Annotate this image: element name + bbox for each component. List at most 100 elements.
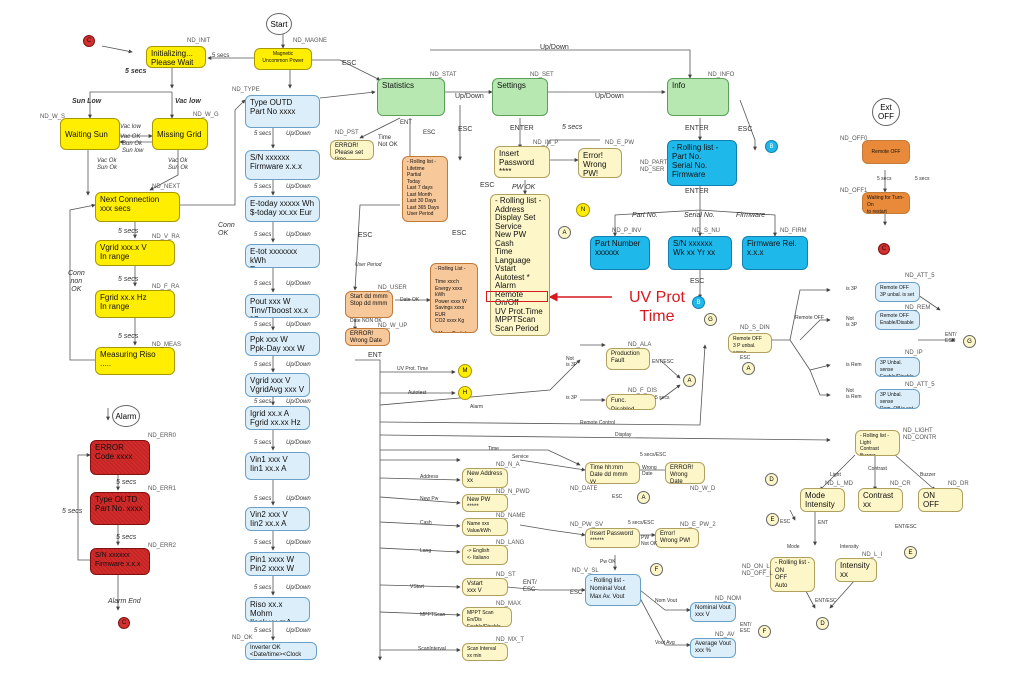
lbl-is-3p-rem: is 3P [846, 286, 858, 292]
id-nd-wg: ND_W_G [193, 112, 219, 118]
lbl-5secs-ext1: 5 secs [877, 176, 892, 182]
id-nd-av: ND_AV [715, 632, 735, 638]
id-nd-cr: ND_CR [890, 481, 911, 487]
settings-rolling-list[interactable]: - Rolling list - Address Display Set Ser… [490, 194, 550, 336]
english-box: -> English <- Italiano [462, 545, 508, 565]
statistics-box[interactable]: Statistics [377, 78, 445, 116]
lbl-5secs-col-3: 5 secs [254, 232, 272, 238]
id-nd-date: ND_DATE [570, 486, 598, 492]
lbl-esc-top: ESC [342, 60, 357, 67]
lbl-enter-info2: ENTER [685, 188, 709, 195]
riso-box: Riso xx.x Mohm Ileak xx mA [245, 597, 310, 622]
id-nd-next: ND_NEXT [152, 184, 181, 190]
lbl-alarm-end: Alarm End [108, 598, 141, 605]
lbl-vac-sun-ok-2: Vac Ok Sun Ok [168, 158, 189, 171]
id-nd-p-inv: ND_P_INV [612, 228, 642, 234]
lbl-up-down-info: Up/Down [595, 93, 624, 100]
lbl-intensity: Intensity [840, 544, 859, 550]
id-nd-f-dis: ND_F_DIS [628, 388, 658, 394]
measuring-riso-box: Measuring Riso ..... [95, 347, 175, 375]
display-rolling-list: - Rolling list - Light Contrast Buzzer [855, 430, 900, 456]
id-nd-on-l: ND_ON_L ND_OFF_L [742, 564, 773, 577]
lbl-vac-sun-ok-1: Vac Ok Sun Ok [97, 158, 118, 171]
ppk-box: Ppk xxx W Ppk-Day xxx W [245, 332, 320, 356]
lbl-esc-set: ESC [458, 126, 473, 133]
lbl-ent-esc-contrast: ENT/ESC [895, 524, 917, 530]
waiting-sun-box: Waiting Sun [60, 118, 120, 150]
lbl-pw-not-ok: PW Not OK [641, 535, 658, 547]
id-nd-fra: ND_F_RA [152, 284, 180, 290]
part-number-box: Part Number xxxxxx [590, 236, 650, 270]
connector-a-remote: A [742, 362, 755, 375]
info-box[interactable]: Info [667, 78, 729, 116]
lbl-vac-low2: Vac low [120, 124, 141, 130]
id-nd-off0: ND_OFF0 [840, 136, 868, 142]
lbl-5secs-2: 5 secs [118, 228, 139, 235]
alarm-node: Alarm [112, 405, 140, 427]
lbl-new-pw: New Pw [420, 496, 439, 502]
lbl-updown-col-2: Up/Down [286, 184, 311, 190]
settings-box[interactable]: Settings [492, 78, 548, 116]
lbl-esc-stat2: ESC [358, 232, 373, 239]
connector-c-top: C [83, 35, 95, 47]
production-fault-box: Production Fault [606, 348, 650, 370]
lbl-5secs-3: 5 secs [118, 276, 139, 283]
lbl-5secs-alarm3: 5 secs [62, 508, 83, 515]
lbl-vout-avg: Vout Avg [655, 640, 675, 646]
lbl-time-not-ok: Time Not OK [378, 135, 398, 148]
id-nd-n-pwd: ND_N_PWD [496, 489, 530, 495]
lbl-buzzer: Buzzer [920, 472, 936, 478]
sn-alarm-box: S/N xxxxxx Firmware x.x.x [90, 548, 150, 575]
lbl-mpptscan: MPPTScan [420, 612, 446, 618]
connector-f-bottom: F [758, 625, 771, 638]
id-nd-mx-t: ND_MX_T [496, 637, 525, 643]
lbl-uv-prot: UV Prot. Time [397, 366, 429, 372]
lbl-ent-esc-vstart: ENT/ ESC [523, 580, 537, 593]
id-nd-att5b: ND_ATT_5 [905, 382, 935, 388]
nominal-vout-box: Nominal Vout xxx V [690, 602, 736, 622]
id-nd-v-sl: ND_V_SL [572, 568, 599, 574]
lbl-esc-left-set: ESC [480, 182, 495, 189]
firmware-rel-box: Firmware Rel. x.x.x [742, 236, 808, 270]
id-nd-max: ND_MAX [496, 601, 522, 607]
lbl-5secs-col-12: 5 secs [254, 628, 272, 634]
id-nd-off1: ND_OFF1 [840, 188, 868, 194]
id-nd-firm: ND_FIRM [780, 228, 807, 234]
connector-m: M [458, 364, 472, 378]
error-wrong-date2-box: ERROR! Wrong Date [665, 462, 705, 484]
id-nd-part: ND_PART [640, 160, 668, 166]
lbl-esc-stat3: ESC [452, 230, 467, 237]
error-code-box: ERROR Code xxxx [90, 440, 150, 475]
lbl-remote-off: Remote OFF [795, 315, 824, 321]
connector-f-top: F [650, 563, 663, 576]
id-nd-s-nu: ND_S_NU [692, 228, 721, 234]
lbl-ent-main: ENT [368, 352, 382, 359]
lbl-not-rem: Not is Rem [846, 388, 862, 400]
vin1-box: Vin1 xxx V Iin1 xx.x A [245, 452, 310, 480]
remote-off-ext-box: Remote OFF [862, 140, 910, 164]
lbl-esc-info-bottom: ESC [690, 278, 705, 285]
lbl-lang: Lang [420, 548, 432, 554]
lbl-ent-esc-vout: ENT/ ESC [740, 622, 752, 634]
connector-c-alarm-end: C [118, 617, 130, 629]
lbl-remote-control: Remote Control [580, 420, 616, 426]
id-nd-l-i: ND_L_I [862, 552, 883, 558]
insert-password-box[interactable]: Insert Password **** [494, 146, 550, 178]
id-nd-ws: ND_W_S [40, 114, 66, 120]
lbl-5secs-ext2: 5 secs [915, 176, 930, 182]
stat-rolling-list: - Rolling list - Lifetime Partial Today … [402, 156, 448, 222]
lbl-up-down-top: Up/Down [540, 44, 569, 51]
remote-off-set-box: Remote OFF 3P unbal. is set [875, 282, 920, 302]
id-nd-rem: ND_REM [905, 305, 931, 311]
vgrid-box: Vgrid xxx.x V In range [95, 240, 175, 266]
lbl-date-non-ok: Date NON OK [350, 318, 382, 324]
stat-values-list: - Rolling List - Time xxx:h Energy xxxx … [430, 263, 478, 333]
lbl-alarm: Alarm [470, 404, 484, 410]
lbl-enter-info: ENTER [685, 125, 709, 132]
time-date-box: Time hh:mm Date dd mmm yy [585, 462, 640, 484]
waiting-turn-on-box: Waiting for Turn-On to restart [862, 192, 910, 214]
connector-a-alarm: A [683, 374, 696, 387]
lbl-5secs-col-9: 5 secs [254, 496, 272, 502]
lbl-updown-col-9: Up/Down [286, 496, 311, 502]
error-wrong-pw2-box: Error! Wrong PW! [655, 528, 699, 548]
